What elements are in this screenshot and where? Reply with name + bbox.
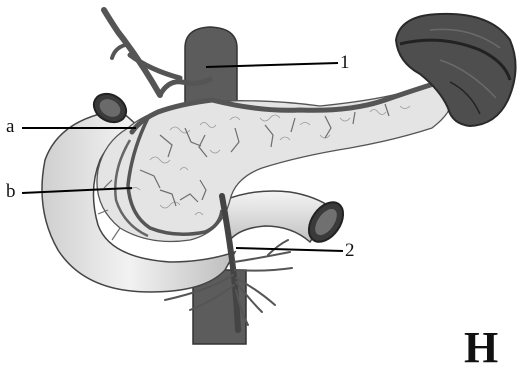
leader-line-2 [236, 248, 343, 251]
label-2: 2 [345, 241, 355, 260]
anatomy-illustration [0, 0, 522, 351]
corner-letter: Н [464, 326, 498, 370]
label-1: 1 [340, 53, 350, 72]
label-a: a [6, 117, 14, 136]
anatomy-figure: 1 a b 2 Н [0, 0, 522, 351]
label-b: b [6, 182, 16, 201]
